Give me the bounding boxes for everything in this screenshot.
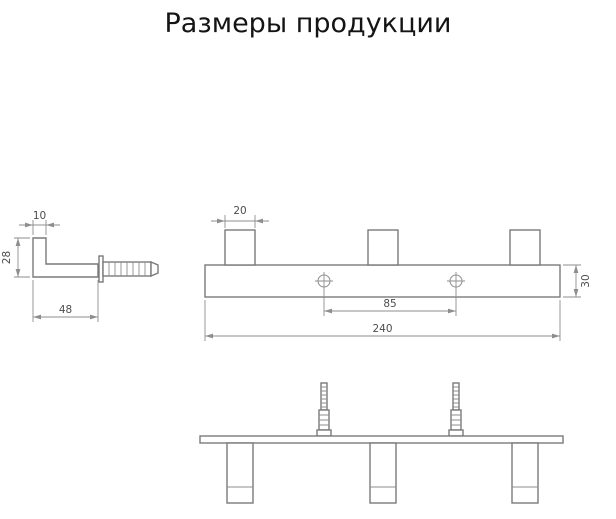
front-view: 20 85 240 30	[204, 205, 592, 341]
dim-side-depth: 48	[32, 280, 99, 322]
dim-arrow	[25, 222, 33, 228]
dim-front-height: 30	[563, 264, 592, 298]
hook-bottom-2	[369, 442, 397, 504]
screw-hole-cross	[315, 272, 333, 290]
hook-body	[226, 442, 254, 504]
dim-arrow	[573, 265, 579, 273]
dim-hook-width-label: 20	[233, 205, 246, 217]
screw-thread-lines	[453, 386, 459, 408]
hook-body	[369, 442, 397, 504]
dim-arrow	[573, 289, 579, 297]
dim-total-length: 240	[204, 300, 561, 341]
side-view: 10 28 48	[1, 210, 159, 322]
dim-lines	[19, 220, 60, 235]
page-title: Размеры продукции	[165, 8, 452, 39]
wall-anchor-side-icon	[98, 255, 159, 283]
wall-anchor-top-icon-left	[316, 382, 332, 437]
hook-body	[511, 442, 539, 504]
dim-lines	[204, 300, 561, 341]
dim-arrow	[15, 269, 21, 277]
dim-arrow	[205, 333, 213, 339]
screw-hole-icon-right	[447, 272, 465, 290]
dim-front-height-label: 30	[580, 274, 592, 287]
hook-bottom-3	[511, 442, 539, 504]
dowel-ribs	[108, 262, 146, 276]
dim-arrow	[448, 308, 456, 314]
dim-side-height: 28	[1, 237, 30, 278]
dim-lines	[32, 280, 99, 322]
dim-side-top-width-label: 10	[33, 210, 46, 222]
anchor-head	[316, 429, 332, 437]
rail-top-view	[199, 435, 564, 444]
hook-front-3	[509, 229, 541, 266]
dim-hook-width: 20	[211, 205, 269, 228]
hook-front-1	[224, 229, 256, 266]
dowel-tip	[150, 260, 159, 278]
anchor-ribs	[451, 414, 461, 426]
dim-lines	[563, 264, 581, 298]
anchor-ribs	[319, 414, 329, 426]
bottom-view	[199, 382, 564, 504]
dim-arrow	[33, 314, 41, 320]
hook-side-profile	[32, 237, 99, 278]
anchor-head	[448, 429, 464, 437]
hook-front-2	[367, 229, 399, 266]
dim-side-height-label: 28	[1, 251, 13, 264]
dim-lines	[323, 289, 457, 316]
rail-front	[204, 264, 561, 298]
hook-bottom-1	[226, 442, 254, 504]
screw-thread-lines	[321, 386, 327, 408]
dim-hole-spacing: 85	[323, 289, 457, 316]
dim-side-top-width: 10	[19, 210, 60, 235]
dim-arrow	[15, 238, 21, 246]
dim-arrow	[255, 218, 263, 224]
wall-anchor-top-icon-right	[448, 382, 464, 437]
screw-hole-cross	[447, 272, 465, 290]
dim-arrow	[46, 222, 54, 228]
screw-hole-icon-left	[315, 272, 333, 290]
dim-hole-spacing-label: 85	[383, 298, 396, 310]
dim-arrow	[324, 308, 332, 314]
dim-arrow	[217, 218, 225, 224]
dim-side-depth-label: 48	[59, 304, 72, 316]
dim-arrow	[90, 314, 98, 320]
dim-total-length-label: 240	[372, 323, 392, 335]
dim-arrow	[552, 333, 560, 339]
